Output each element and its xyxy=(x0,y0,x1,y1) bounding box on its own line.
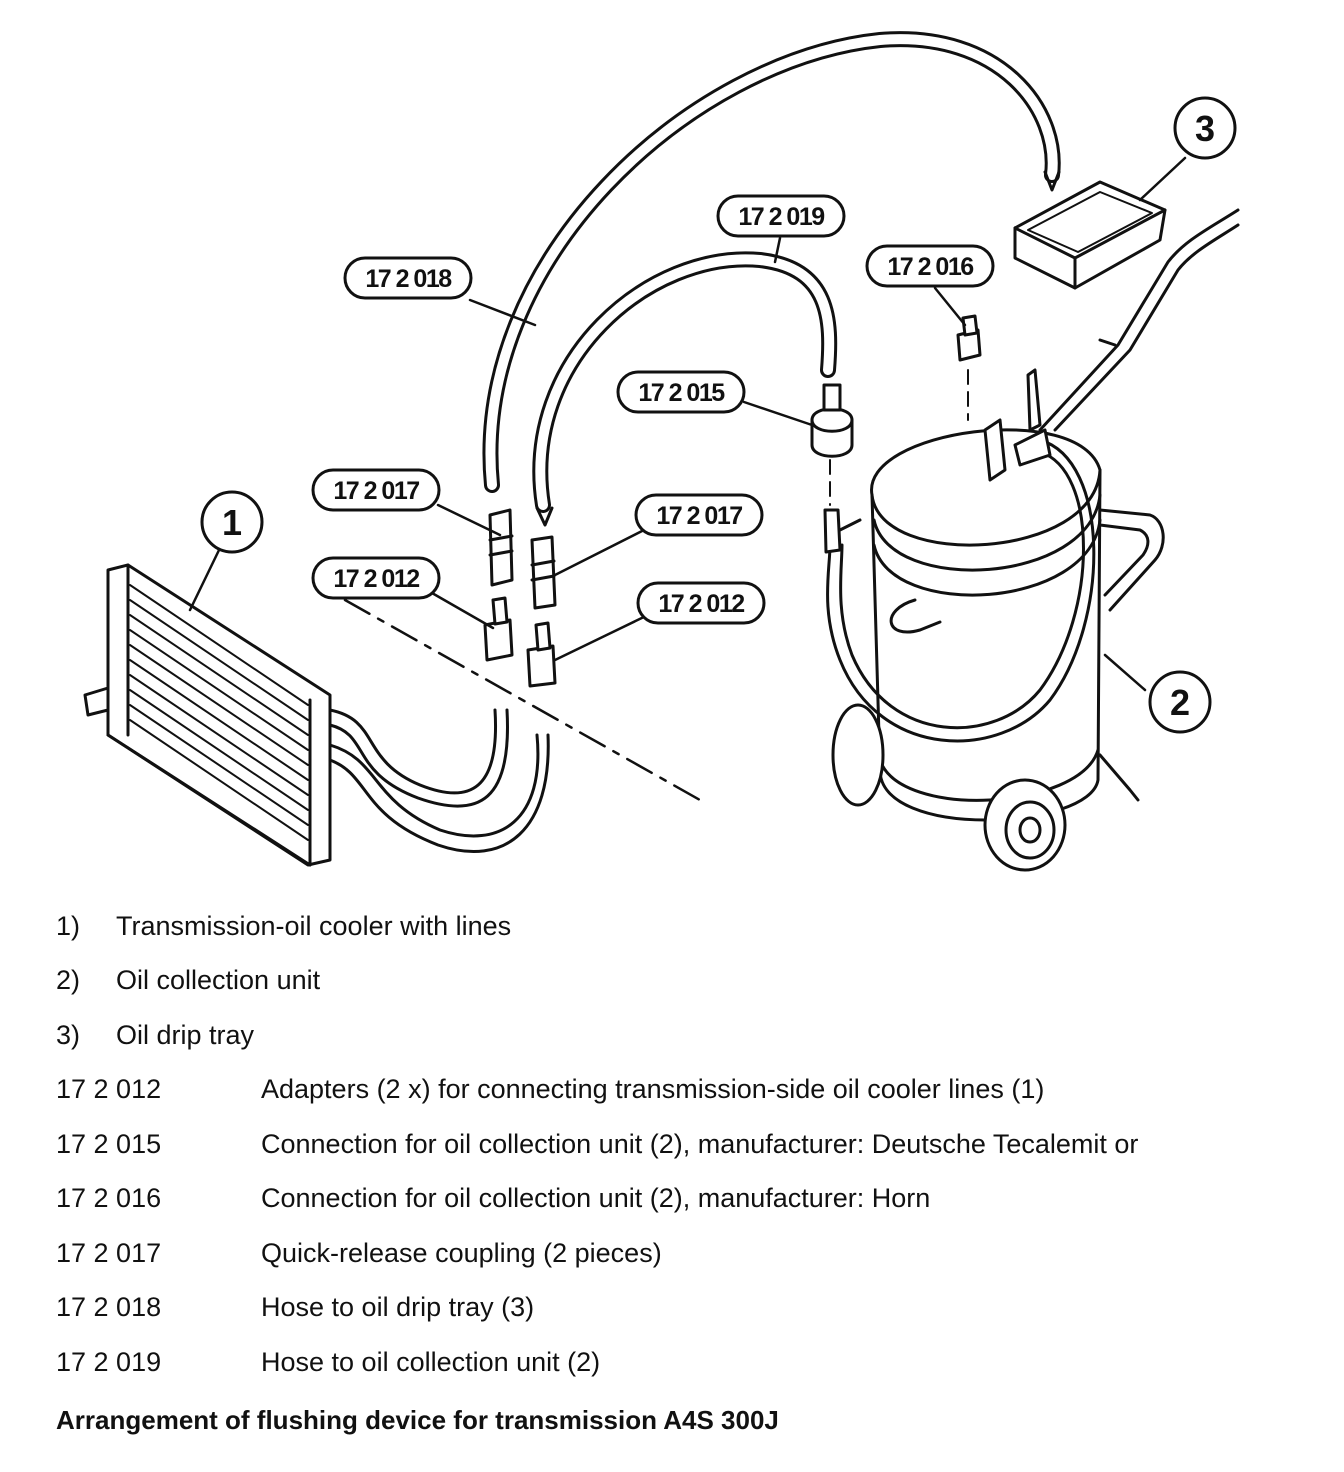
svg-text:17 2 017: 17 2 017 xyxy=(333,477,419,505)
legend-code: 3) xyxy=(56,1020,81,1050)
callout-172019: 17 2 019 xyxy=(716,194,846,238)
adapter-right xyxy=(526,621,557,688)
adapter-left xyxy=(483,596,514,662)
legend-desc: Connection for oil collection unit (2), … xyxy=(261,1183,931,1213)
legend-desc: Connection for oil collection unit (2), … xyxy=(261,1129,1139,1159)
leader-lines xyxy=(188,156,1187,692)
callout-circle-1: 1 xyxy=(200,490,264,554)
connector-172015 xyxy=(810,383,862,554)
svg-text:3: 3 xyxy=(1195,108,1215,149)
legend-code: 1) xyxy=(56,911,81,941)
legend-code: 17 2 015 xyxy=(56,1129,162,1159)
oil-collection-unit xyxy=(826,368,1165,872)
callout-172018: 17 2 018 xyxy=(343,256,473,300)
legend-desc: Oil collection unit xyxy=(116,965,321,995)
legend-code: 2) xyxy=(56,965,81,995)
callout-172017-left: 17 2 017 xyxy=(311,468,441,512)
svg-text:17 2 015: 17 2 015 xyxy=(638,379,725,407)
callout-172015: 17 2 015 xyxy=(616,370,746,414)
legend-code: 17 2 016 xyxy=(56,1183,162,1213)
collection-unit-handle xyxy=(1038,208,1240,432)
transmission-oil-cooler xyxy=(83,563,550,867)
svg-text:17 2 017: 17 2 017 xyxy=(656,502,742,530)
svg-text:17 2 012: 17 2 012 xyxy=(333,565,419,593)
legend-desc: Quick-release coupling (2 pieces) xyxy=(261,1238,662,1268)
legend-code: 17 2 019 xyxy=(56,1347,162,1377)
callout-172016: 17 2 016 xyxy=(865,244,995,288)
svg-text:2: 2 xyxy=(1170,682,1190,723)
quick-coupling-right xyxy=(530,535,557,610)
centerline xyxy=(343,598,702,802)
legend-code: 17 2 012 xyxy=(56,1074,162,1104)
legend-desc: Transmission-oil cooler with lines xyxy=(116,911,512,941)
legend-desc: Oil drip tray xyxy=(116,1020,255,1050)
figure-caption: Arrangement of flushing device for trans… xyxy=(56,1405,779,1435)
legend-code: 17 2 018 xyxy=(56,1292,162,1322)
callout-172017-right: 17 2 017 xyxy=(634,493,764,537)
connector-172016 xyxy=(956,314,982,421)
legend-desc: Hose to oil drip tray (3) xyxy=(261,1292,535,1322)
legend-desc: Hose to oil collection unit (2) xyxy=(261,1347,601,1377)
callout-circle-2: 2 xyxy=(1148,670,1212,734)
callout-172012-left: 17 2 012 xyxy=(311,556,441,600)
flushing-device-diagram: 17 2 018 17 2 019 17 2 016 17 2 015 17 2… xyxy=(83,31,1240,872)
callout-circle-3: 3 xyxy=(1173,96,1237,160)
svg-text:17 2 019: 17 2 019 xyxy=(738,203,824,231)
callout-172012-right: 17 2 012 xyxy=(636,581,766,625)
svg-text:17 2 012: 17 2 012 xyxy=(658,590,744,618)
legend-code: 17 2 017 xyxy=(56,1238,162,1268)
svg-text:17 2 018: 17 2 018 xyxy=(365,265,452,293)
svg-text:1: 1 xyxy=(222,502,242,543)
hose-to-collection-unit xyxy=(532,251,838,527)
quick-coupling-left xyxy=(488,508,514,587)
oil-drip-tray xyxy=(1013,180,1167,290)
legend-desc: Adapters (2 x) for connecting transmissi… xyxy=(261,1074,1045,1104)
svg-text:17 2 016: 17 2 016 xyxy=(887,253,973,281)
